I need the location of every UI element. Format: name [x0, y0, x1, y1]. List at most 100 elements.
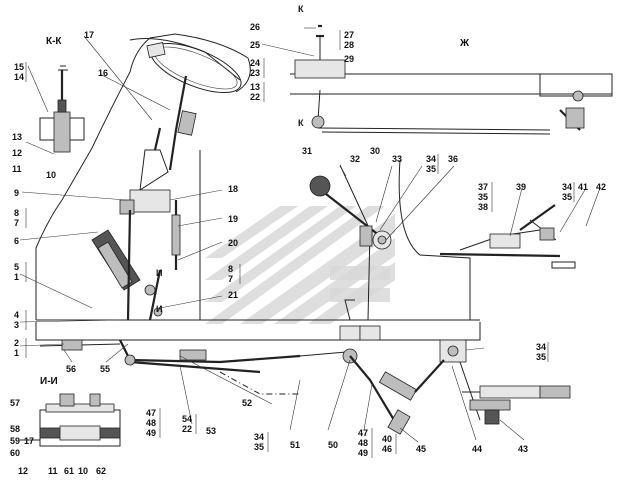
callout-62: 62 — [96, 466, 106, 476]
callout-23: 23 — [250, 68, 260, 78]
section-marker-k-bottom: К — [298, 118, 304, 128]
callout-17-b: 17 — [24, 436, 34, 446]
callout-2: 2 — [14, 338, 19, 348]
callout-40: 40 — [382, 434, 392, 444]
callout-9: 9 — [14, 188, 19, 198]
section-marker-k-top: К — [298, 4, 304, 14]
callout-13: 13 — [12, 132, 22, 142]
callout-48-b: 48 — [358, 438, 368, 448]
callout-35-e: 35 — [254, 442, 264, 452]
callout-55: 55 — [100, 364, 110, 374]
detail-kk — [39, 65, 85, 153]
callout-58: 58 — [10, 424, 20, 434]
center-lever — [309, 164, 392, 341]
callout-38: 38 — [478, 202, 488, 212]
callout-61: 61 — [64, 466, 74, 476]
callout-28: 28 — [344, 40, 354, 50]
callout-39: 39 — [516, 182, 526, 192]
callout-group-markers — [25, 30, 575, 458]
callout-49-b: 49 — [358, 448, 368, 458]
callout-43: 43 — [518, 444, 528, 454]
callout-45: 45 — [416, 444, 426, 454]
callout-14: 14 — [14, 72, 24, 82]
callout-52: 52 — [242, 398, 252, 408]
callout-25: 25 — [250, 40, 260, 50]
section-title-kk: К-К — [46, 36, 62, 47]
callout-1-a: 1 — [14, 272, 19, 282]
callout-48-a: 48 — [146, 418, 156, 428]
callout-50: 50 — [328, 440, 338, 450]
steering-column — [146, 41, 242, 171]
section-zh — [290, 24, 613, 135]
callout-17: 17 — [84, 30, 94, 40]
callout-3: 3 — [14, 320, 19, 330]
callout-31: 31 — [302, 146, 312, 156]
callout-53: 53 — [206, 426, 216, 436]
callout-10: 10 — [46, 170, 56, 180]
callout-34-a: 34 — [426, 154, 436, 164]
callout-11: 11 — [12, 164, 22, 174]
callout-32: 32 — [350, 154, 360, 164]
callout-37: 37 — [478, 182, 488, 192]
callout-18: 18 — [228, 184, 238, 194]
callout-29: 29 — [344, 54, 354, 64]
callout-56: 56 — [66, 364, 76, 374]
leader-lines — [19, 27, 601, 443]
callout-4: 4 — [14, 310, 19, 320]
callout-7-a: 7 — [14, 218, 19, 228]
callout-8-a: 8 — [14, 208, 19, 218]
callout-34-d: 34 — [254, 432, 264, 442]
callout-12: 12 — [12, 148, 22, 158]
callout-21: 21 — [228, 290, 238, 300]
callout-59: 59 — [10, 436, 20, 446]
watermark-logo — [205, 206, 395, 324]
callout-35-b: 35 — [478, 192, 488, 202]
callout-35-c: 35 — [562, 192, 572, 202]
callout-22-top: 22 — [250, 92, 260, 102]
callout-44: 44 — [472, 444, 482, 454]
callout-57: 57 — [10, 398, 20, 408]
callout-47-b: 47 — [358, 428, 368, 438]
callout-33: 33 — [392, 154, 402, 164]
callout-16: 16 — [98, 68, 108, 78]
gearbox-linkage — [414, 339, 571, 425]
callout-1-b: 1 — [14, 348, 19, 358]
callout-51: 51 — [290, 440, 300, 450]
callout-5: 5 — [14, 262, 19, 272]
callout-10-b: 10 — [78, 466, 88, 476]
callout-47-a: 47 — [146, 408, 156, 418]
callout-35-a: 35 — [426, 164, 436, 174]
callout-34-b: 34 — [562, 182, 572, 192]
callout-36: 36 — [448, 154, 458, 164]
pedal-assembly — [91, 200, 181, 321]
callout-26: 26 — [250, 22, 260, 32]
floor-linkage — [39, 339, 418, 435]
section-title-zh: Ж — [459, 38, 470, 49]
callout-42: 42 — [596, 182, 606, 192]
callout-27: 27 — [344, 30, 354, 40]
callout-60: 60 — [10, 448, 20, 458]
callout-24: 24 — [250, 58, 260, 68]
section-marker-i-lower: И — [156, 304, 162, 314]
callout-7-b: 7 — [228, 274, 233, 284]
callout-20: 20 — [228, 238, 238, 248]
section-title-ii: И-И — [40, 376, 58, 387]
callout-8-b: 8 — [228, 264, 233, 274]
callout-30: 30 — [370, 146, 380, 156]
gear-lever — [119, 127, 171, 215]
callout-46: 46 — [382, 444, 392, 454]
callout-22-b: 22 — [182, 424, 192, 434]
callout-12-b: 12 — [18, 466, 28, 476]
callout-34-c: 34 — [536, 342, 546, 352]
callout-6: 6 — [14, 236, 19, 246]
callout-19: 19 — [228, 214, 238, 224]
detail-right-linkage — [439, 204, 576, 269]
callout-15: 15 — [14, 62, 24, 72]
callout-49-a: 49 — [146, 428, 156, 438]
callout-13-top: 13 — [250, 82, 260, 92]
callout-35-d: 35 — [536, 352, 546, 362]
section-marker-i-upper: И — [156, 268, 162, 278]
callout-41: 41 — [578, 182, 588, 192]
